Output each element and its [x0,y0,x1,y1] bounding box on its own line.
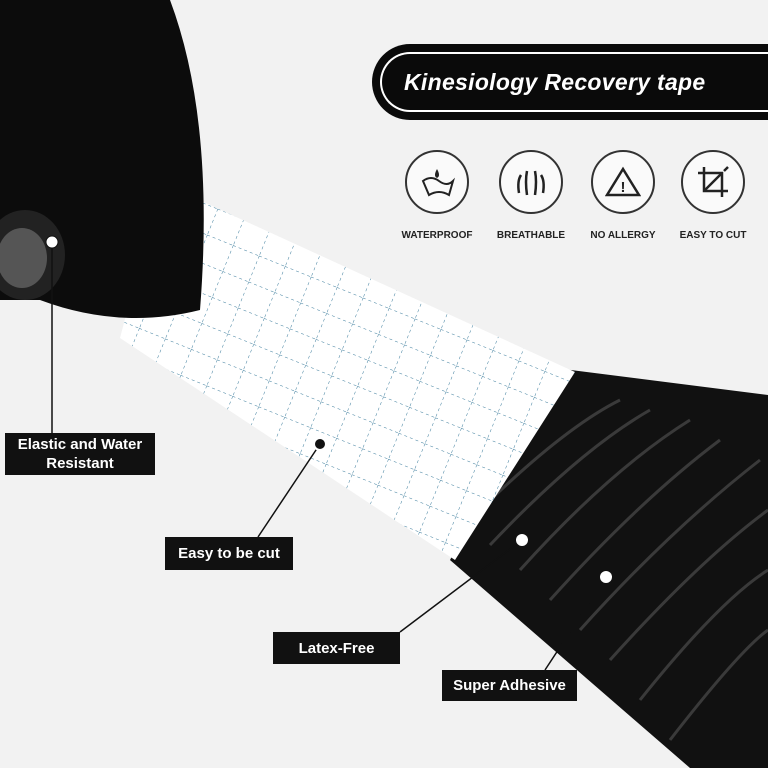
water-drop-icon [405,150,469,214]
callout-dot [313,437,327,451]
page-title: Kinesiology Recovery tape [404,68,706,95]
black-tape-strip [450,368,768,768]
crop-icon [681,150,745,214]
callout-dot [516,534,528,546]
callout-super-adhesive: Super Adhesive [442,670,577,701]
feature-breathable: BREATHABLE [486,150,576,241]
feature-waterproof: WATERPROOF [392,150,482,241]
callout-dot [45,235,59,249]
feature-no-allergy: ! NO ALLERGY [578,150,668,241]
callout-latex-free: Latex-Free [273,632,400,664]
callout-elastic: Elastic and Water Resistant [5,433,155,475]
title-banner: Kinesiology Recovery tape [372,44,768,120]
callout-dot [600,571,612,583]
air-flow-icon [499,150,563,214]
svg-text:!: ! [621,179,626,196]
callout-easy-cut: Easy to be cut [165,537,293,570]
tape-stripes [468,398,768,741]
feature-easy-to-cut: EASY TO CUT [668,150,758,241]
warning-icon: ! [591,150,655,214]
